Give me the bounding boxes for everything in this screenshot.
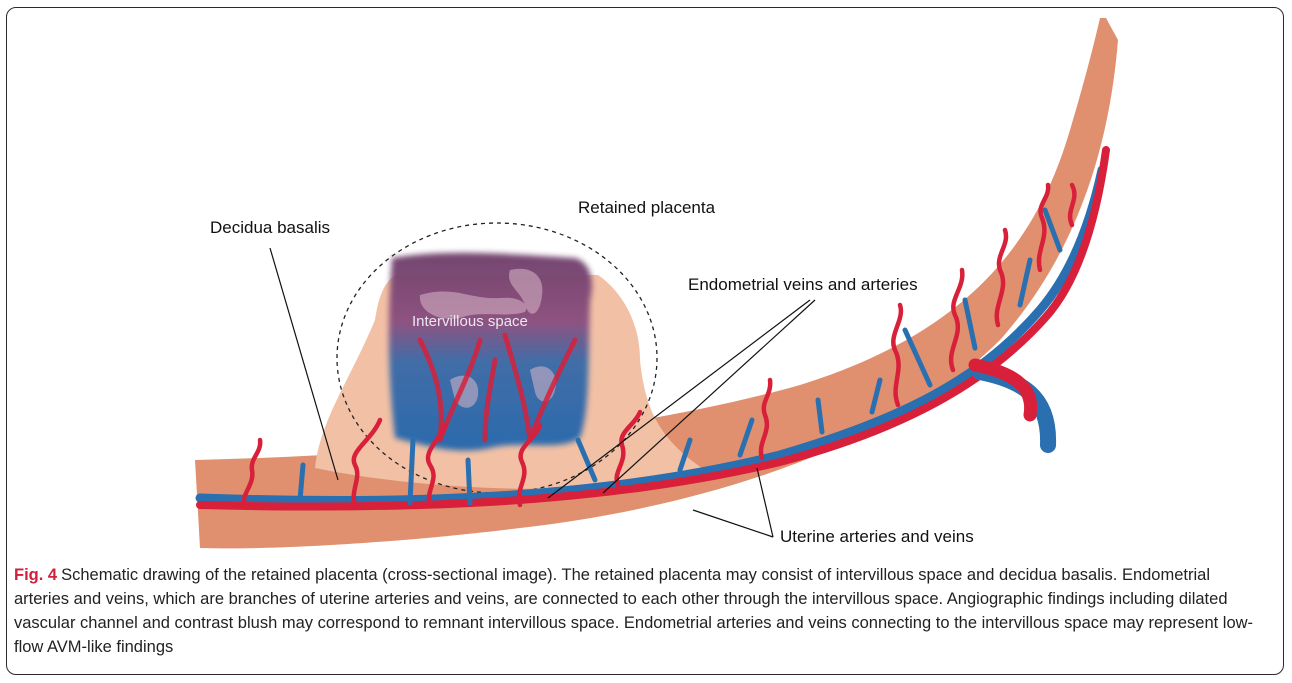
label-retained-placenta: Retained placenta: [578, 198, 715, 218]
label-uterine: Uterine arteries and veins: [780, 527, 974, 547]
label-intervillous-space: Intervillous space: [412, 313, 528, 330]
figure-number: Fig. 4: [14, 566, 57, 584]
exiting-artery: [975, 365, 1031, 415]
caption-text: Schematic drawing of the retained placen…: [14, 566, 1253, 656]
label-decidua-basalis: Decidua basalis: [210, 218, 330, 238]
intervillous-space: [389, 253, 592, 451]
label-endometrial: Endometrial veins and arteries: [688, 275, 918, 295]
